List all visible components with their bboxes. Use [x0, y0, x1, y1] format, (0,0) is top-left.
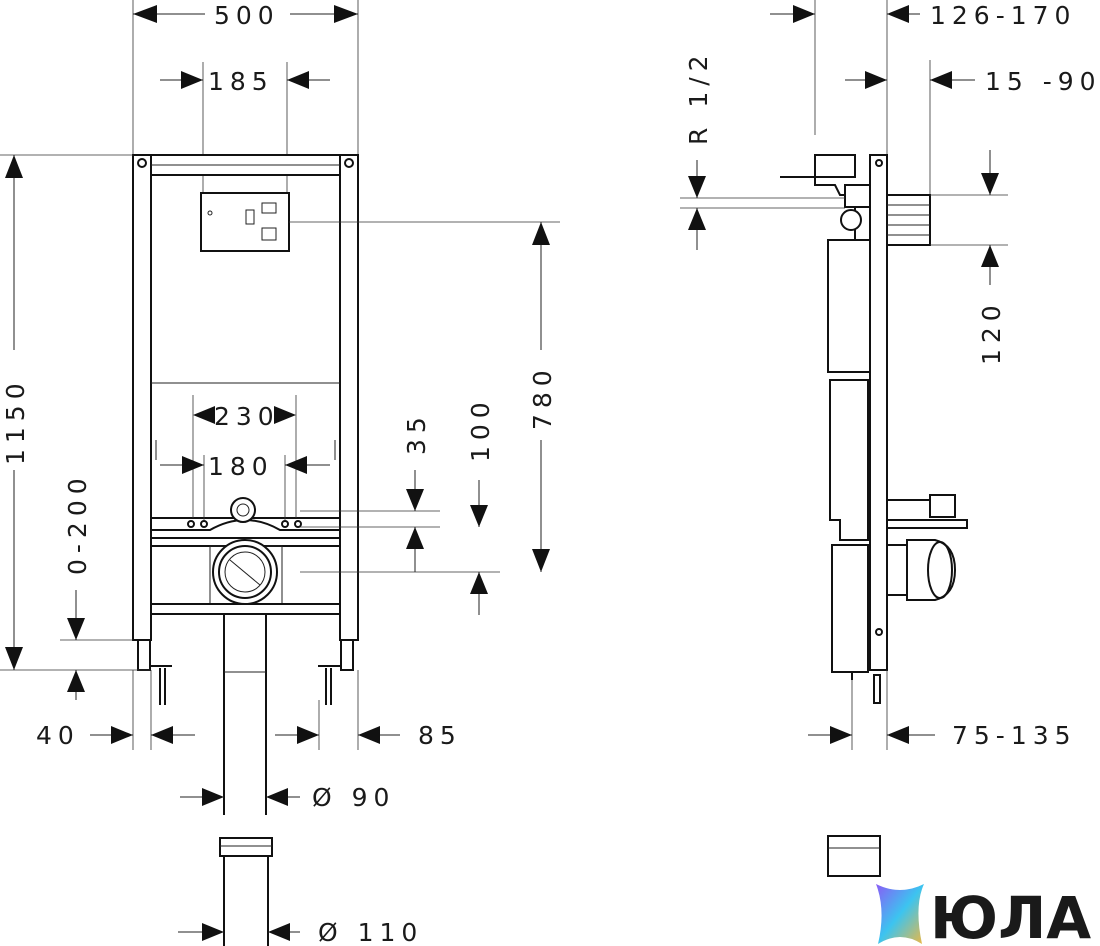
- dim-120: 120: [977, 299, 1006, 365]
- dim-width-500: 500: [214, 1, 280, 30]
- dim-diameter-90: Ø 90: [312, 783, 395, 812]
- dim-85: 85: [418, 721, 462, 750]
- dim-width-230: 230: [214, 402, 280, 431]
- yula-logo-icon: [876, 884, 924, 944]
- dim-width-185: 185: [208, 67, 274, 96]
- dim-diameter-110: Ø 110: [318, 918, 423, 946]
- dim-40: 40: [36, 721, 80, 750]
- yula-logo: ЮЛА: [876, 884, 1091, 946]
- dim-range-0-200: 0-200: [63, 472, 92, 575]
- dim-100: 100: [466, 396, 495, 462]
- front-view: [0, 0, 560, 946]
- dim-thread-r12: R 1/2: [684, 49, 713, 145]
- dim-780: 780: [528, 364, 557, 430]
- dim-depth-15-90: 15 -90: [985, 67, 1100, 96]
- dim-depth-126-170: 126-170: [930, 1, 1076, 30]
- side-view: [680, 0, 1008, 877]
- dim-35: 35: [402, 411, 431, 455]
- dim-width-180: 180: [208, 452, 274, 481]
- dim-depth-75-135: 75-135: [952, 721, 1077, 750]
- dim-height-1150: 1150: [1, 377, 30, 465]
- yula-logo-text: ЮЛА: [930, 884, 1091, 946]
